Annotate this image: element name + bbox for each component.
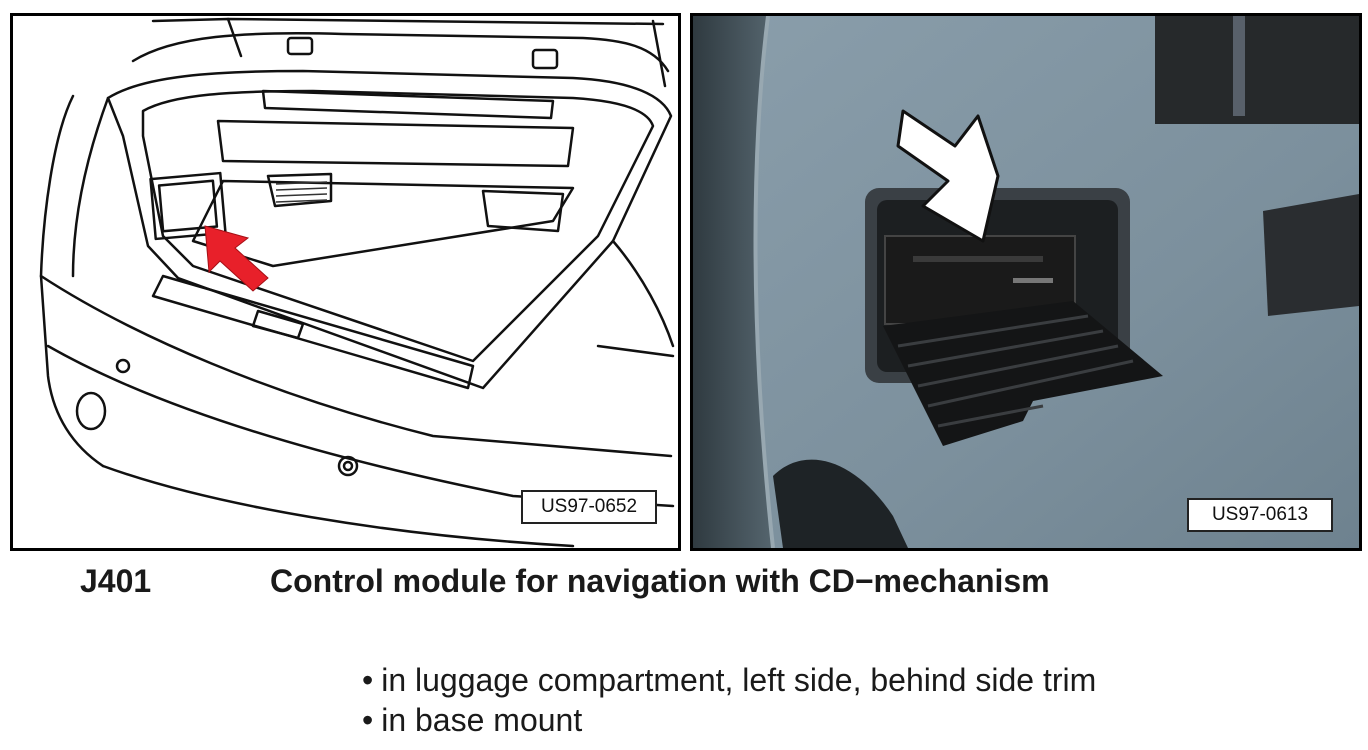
figure-reference-left: US97-0652 bbox=[521, 490, 657, 524]
location-item: in luggage compartment, left side, behin… bbox=[362, 660, 1096, 700]
white-arrow-icon bbox=[896, 109, 1000, 243]
trunk-illustration bbox=[39, 17, 675, 548]
component-code: J401 bbox=[80, 563, 152, 599]
trunk-line-drawing: US97-0652 bbox=[10, 13, 681, 551]
module-photo-illustration bbox=[693, 16, 1359, 548]
module-photo: US97-0613 bbox=[690, 13, 1362, 551]
component-description: Control module for navigation with CD−me… bbox=[270, 563, 1050, 599]
location-item: in base mount bbox=[362, 700, 1096, 740]
location-list: in luggage compartment, left side, behin… bbox=[362, 660, 1096, 740]
red-arrow-icon bbox=[204, 225, 269, 292]
figure-reference-right: US97-0613 bbox=[1187, 498, 1333, 532]
